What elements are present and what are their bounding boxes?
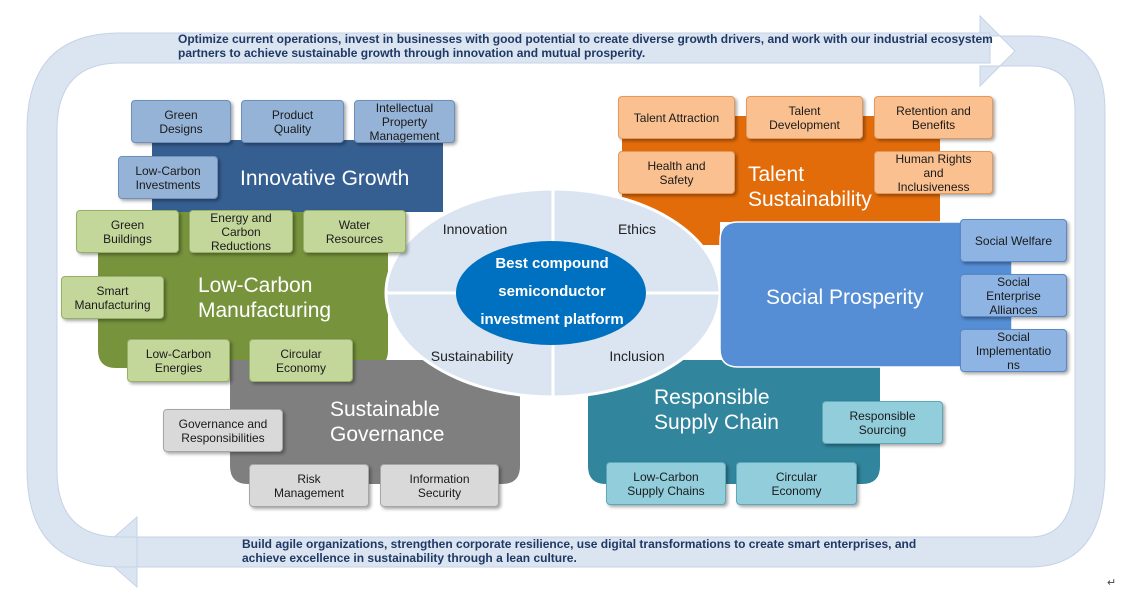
talent-sustainability-title: Talent Sustainability	[748, 163, 872, 211]
paragraph-mark: ↵	[1107, 577, 1117, 589]
item-information-security: Information Security	[380, 464, 499, 507]
cycle-arrow-ring	[96, 14, 1106, 589]
item-social-welfare: Social Welfare	[960, 219, 1067, 262]
item-responsible-sourcing: Responsible Sourcing	[822, 401, 943, 444]
pillar-innovation-label: Innovation	[442, 221, 508, 237]
item-health-safety: Health and Safety	[618, 151, 735, 194]
item-green-designs: Green Designs	[131, 100, 231, 143]
innovative-growth-block	[152, 140, 443, 212]
item-social-enterprise-alliances: Social Enterprise Alliances	[960, 274, 1067, 317]
item-talent-development: Talent Development	[746, 96, 863, 139]
mission-bottom-text: Build agile organizations, strengthen co…	[242, 537, 917, 565]
item-energy-carbon-reductions: Energy and Carbon Reductions	[189, 210, 293, 253]
item-intellectual-property-management: Intellectual Property Management	[354, 100, 455, 143]
item-retention-benefits: Retention and Benefits	[874, 96, 993, 139]
pillar-ethics-label: Ethics	[617, 221, 657, 237]
item-talent-attraction: Talent Attraction	[618, 96, 735, 139]
item-circular-economy-supply: Circular Economy	[736, 462, 857, 505]
item-green-buildings: Green Buildings	[76, 210, 179, 253]
innovative-growth-title: Innovative Growth	[240, 167, 410, 190]
item-social-implementations: Social Implementatio ns	[960, 329, 1067, 372]
sustainable-governance-block	[230, 360, 520, 484]
social-prosperity-block	[719, 221, 1013, 368]
item-product-quality: Product Quality	[241, 100, 344, 143]
cycle-arrow-left-ring	[26, 32, 991, 568]
sustainable-governance-title: Sustainable Governance	[330, 398, 445, 446]
responsible-supply-chain-title: Responsible Supply Chain	[654, 386, 779, 434]
item-low-carbon-energies: Low-Carbon Energies	[127, 339, 230, 382]
item-risk-management: Risk Management	[249, 464, 369, 507]
item-human-rights-inclusiveness: Human Rights and Inclusiveness	[874, 151, 993, 194]
item-low-carbon-investments: Low-Carbon Investments	[118, 156, 218, 199]
low-carbon-manufacturing-title: Low-Carbon Manufacturing	[198, 274, 332, 322]
talent-sustainability-block	[622, 116, 940, 245]
responsible-supply-chain-block	[588, 360, 880, 484]
social-prosperity-title: Social Prosperity	[766, 286, 924, 309]
item-smart-manufacturing: Smart Manufacturing	[61, 276, 164, 319]
core-statement: Best compound semiconductor investment p…	[480, 255, 624, 328]
core-ellipse	[456, 241, 646, 345]
item-water-resources: Water Resources	[303, 210, 406, 253]
pillar-sustainability-label: Sustainability	[430, 348, 514, 364]
pillar-inclusion-label: Inclusion	[609, 348, 665, 364]
mission-top-text: Optimize current operations, invest in b…	[178, 32, 993, 60]
item-governance-responsibilities: Governance and Responsibilities	[163, 409, 283, 452]
item-circular-economy-manufacturing: Circular Economy	[249, 339, 353, 382]
item-low-carbon-supply-chains: Low-Carbon Supply Chains	[606, 462, 726, 505]
